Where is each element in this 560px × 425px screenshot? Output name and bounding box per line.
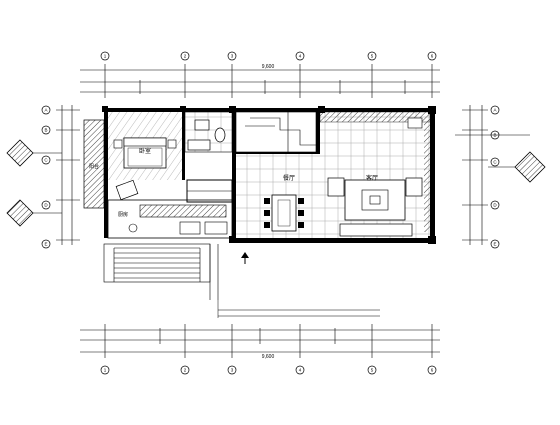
grid-label-right-d: D: [493, 203, 497, 208]
right-dimension-lines: [462, 105, 488, 245]
grid-label-bottom-4: 4: [299, 368, 302, 373]
balcony: 阳台: [83, 119, 105, 209]
kitchen-label: 厨房: [118, 211, 128, 218]
bedroom-label: 卧室: [139, 147, 151, 155]
grid-label-top-3: 3: [231, 54, 234, 59]
grid-label-left-a: A: [44, 108, 47, 113]
grid-label-bottom-3: 3: [231, 368, 234, 373]
wardrobe-block: [186, 179, 233, 203]
grid-label-right-e: E: [493, 242, 496, 247]
stair-partition: [236, 112, 320, 154]
balcony-label: 阳台: [89, 163, 99, 170]
bedroom: 卧室: [108, 112, 182, 201]
grid-label-top-6: 6: [431, 54, 434, 59]
kitchen: 厨房: [107, 199, 233, 239]
interior-stair: [235, 111, 317, 153]
grid-label-bottom-1: 1: [104, 368, 107, 373]
dining-label: 餐厅: [283, 174, 295, 182]
living-room: 客厅: [319, 111, 431, 238]
grid-label-left-c: C: [44, 158, 48, 163]
grid-label-left-e: E: [44, 242, 47, 247]
bathroom: [184, 111, 233, 153]
left-grid-bubbles: [41, 105, 51, 249]
right-grid-bubbles: [490, 105, 500, 249]
structural-columns: [102, 106, 436, 244]
grid-label-top-2: 2: [184, 54, 187, 59]
grid-label-left-d: D: [44, 203, 48, 208]
site-lines: [217, 300, 380, 318]
left-dimension-lines: [56, 105, 80, 245]
left-elevation-diamond-lower: [6, 199, 62, 227]
top-dimension-lines: [80, 64, 440, 98]
overall-dimension-bottom: 9,600: [262, 354, 275, 360]
bottom-grid-bubbles: [100, 365, 437, 375]
overall-dimension-top: 9,600: [262, 64, 275, 70]
living-room-label: 客厅: [366, 174, 378, 182]
bottom-dimension-lines: [80, 324, 440, 358]
grid-label-right-a: A: [493, 108, 496, 113]
exterior-stair: [103, 243, 219, 300]
grid-label-top-5: 5: [371, 54, 374, 59]
entrance-arrow-icon: [241, 252, 249, 264]
grid-label-right-c: C: [493, 160, 497, 165]
grid-label-bottom-6: 6: [431, 368, 434, 373]
left-elevation-diamond-upper: [6, 139, 62, 167]
top-grid-bubbles: [100, 51, 437, 61]
exterior-walls: [104, 108, 435, 243]
grid-label-bottom-5: 5: [371, 368, 374, 373]
right-elevation-diamond: [488, 151, 546, 183]
grid-label-bottom-2: 2: [184, 368, 187, 373]
dining-area: 餐厅: [236, 154, 320, 238]
grid-label-top-1: 1: [104, 54, 107, 59]
grid-label-left-b: B: [44, 128, 47, 133]
grid-label-top-4: 4: [299, 54, 302, 59]
